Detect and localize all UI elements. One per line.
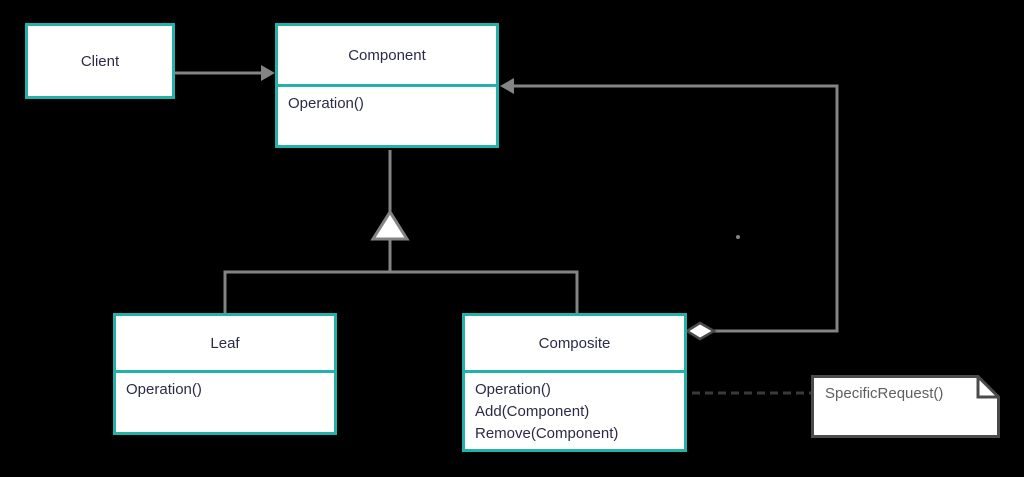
method-label: Remove(Component) bbox=[475, 425, 619, 442]
solid-arrowhead-icon bbox=[500, 78, 514, 94]
hollow-triangle-icon bbox=[370, 209, 410, 241]
method-label: Operation() bbox=[288, 95, 364, 112]
generalization-branch-line bbox=[223, 270, 579, 313]
stray-dot bbox=[736, 235, 740, 239]
class-name-component: Component bbox=[348, 46, 426, 64]
class-box-component: Component Operation() bbox=[275, 23, 499, 148]
class-box-leaf: Leaf Operation() bbox=[113, 313, 337, 435]
method-label: Operation() bbox=[475, 381, 551, 398]
aggregation-line bbox=[513, 84, 839, 333]
note-box bbox=[811, 375, 1000, 438]
class-name-client: Client bbox=[80, 52, 120, 70]
note-outline bbox=[811, 375, 1000, 438]
solid-arrowhead-icon bbox=[261, 65, 275, 81]
aggregation-diamond-icon bbox=[684, 321, 717, 341]
class-name-composite: Composite bbox=[538, 334, 611, 352]
note-fold-corner-icon bbox=[976, 376, 999, 399]
class-methods-leaf: Operation() bbox=[116, 370, 334, 401]
method-label: Operation() bbox=[126, 381, 202, 398]
aggregation-connector bbox=[500, 78, 839, 341]
note-label: SpecificRequest() bbox=[825, 385, 944, 402]
association-client-to-component bbox=[175, 65, 275, 81]
class-box-client: Client bbox=[25, 23, 175, 99]
class-box-composite: Composite Operation() Add(Component) Rem… bbox=[462, 313, 687, 452]
generalization-connector bbox=[223, 150, 579, 313]
method-label: Add(Component) bbox=[475, 403, 590, 420]
class-name-leaf: Leaf bbox=[210, 334, 240, 352]
class-methods-component: Operation() bbox=[278, 84, 496, 115]
class-methods-composite: Operation() Add(Component) Remove(Compon… bbox=[465, 370, 684, 445]
